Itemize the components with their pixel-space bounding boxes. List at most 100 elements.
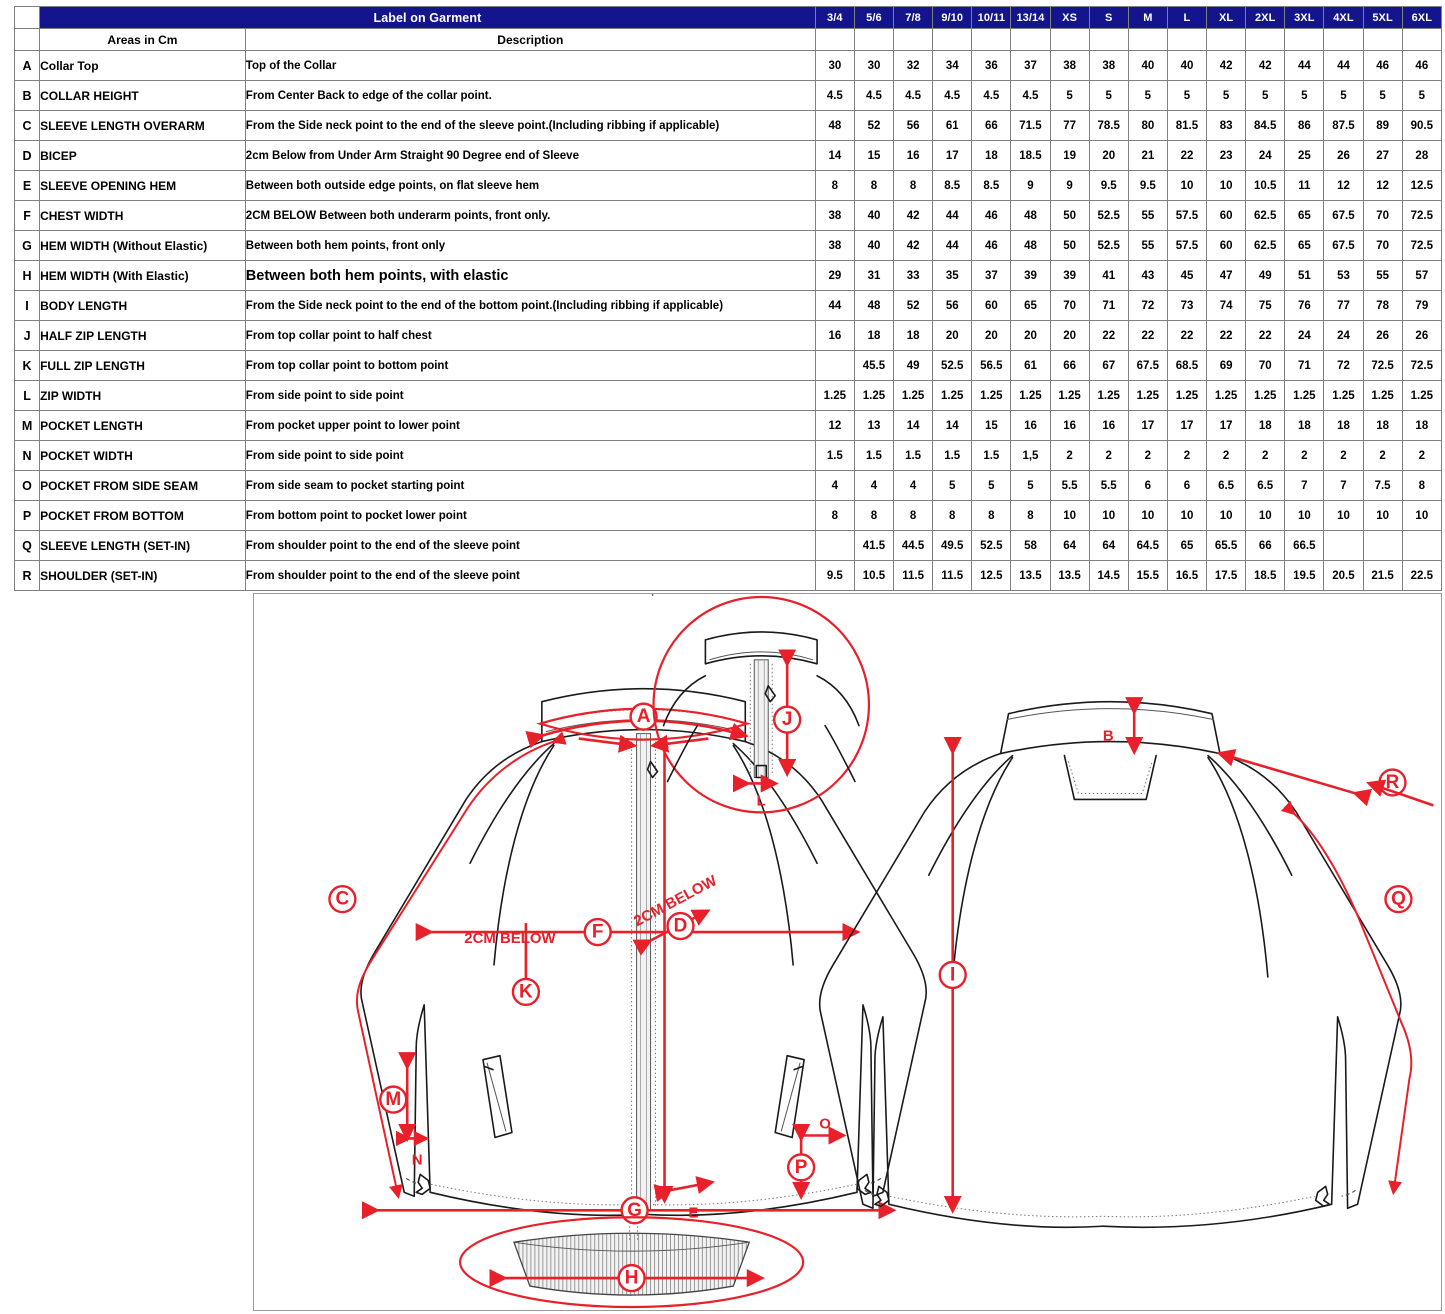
measurement-cell: 46: [1401, 50, 1443, 81]
size-subheader-blank: [1206, 28, 1247, 51]
measurement-cell: 1.25: [1323, 380, 1364, 411]
measurement-cell: 34: [932, 50, 973, 81]
row-letter-K: K: [13, 350, 41, 381]
measurement-cell: 31: [853, 260, 895, 291]
callout-R: R: [1216, 748, 1434, 807]
measurement-cell: 42: [893, 200, 934, 231]
row-description: From the Side neck point to the end of t…: [244, 110, 816, 141]
measurement-cell: 49.5: [932, 530, 973, 561]
measurement-cell: 8: [853, 500, 895, 531]
measurement-cell: 8: [1010, 500, 1051, 531]
row-letter-P: P: [13, 500, 41, 531]
callout-label-K: K: [519, 981, 533, 1002]
measurement-cell: 58: [1010, 530, 1051, 561]
measurement-cell: 17: [1127, 410, 1168, 441]
measurement-cell: 22: [1166, 140, 1208, 171]
measurement-cell: 71: [1284, 350, 1325, 381]
row-area-name: POCKET FROM BOTTOM: [39, 500, 246, 531]
row-description: From top collar point to half chest: [244, 320, 816, 351]
measurement-cell: 72: [1323, 350, 1364, 381]
callout-label-O: O: [819, 1116, 831, 1133]
measurement-cell: 7: [1284, 470, 1325, 501]
measurement-cell: 81.5: [1166, 110, 1208, 141]
hem-toggle-right: [856, 1173, 872, 1196]
measurement-cell: 53: [1323, 260, 1364, 291]
measurement-cell: 16: [1049, 410, 1090, 441]
measurement-cell: 38: [814, 200, 855, 231]
measurement-cell: 1.25: [1362, 380, 1403, 411]
measurement-cell: 48: [1010, 200, 1051, 231]
measurement-cell: 4.5: [932, 80, 973, 111]
measurement-cell: 52: [853, 110, 895, 141]
measurement-cell: 7: [1323, 470, 1364, 501]
size-header-S: S: [1088, 6, 1129, 29]
front-pocket-left: [651, 594, 654, 596]
collar-detail-callout: J L: [652, 595, 871, 814]
measurement-cell: 1.5: [853, 440, 895, 471]
measurement-cell: 2: [1362, 440, 1403, 471]
measurement-cell: 65: [1284, 200, 1325, 231]
measurement-cell: 46: [971, 230, 1012, 261]
size-subheader-blank: [1127, 28, 1168, 51]
measurement-cell: 40: [1127, 50, 1168, 81]
row-letter-E: E: [13, 170, 41, 201]
measurement-cell: 78: [1362, 290, 1403, 321]
measurement-cell: 1.5: [932, 440, 973, 471]
measurement-cell: 12.5: [971, 560, 1012, 591]
measurement-cell: 5: [1245, 80, 1286, 111]
measurement-cell: 67.5: [1323, 230, 1364, 261]
measurement-cell: 10.5: [1245, 170, 1286, 201]
row-letter-L: L: [13, 380, 41, 411]
measurement-cell: 41.5: [853, 530, 895, 561]
row-description: From shoulder point to the end of the sl…: [244, 560, 816, 591]
measurement-cell: 1.25: [853, 380, 895, 411]
measurement-cell: [1401, 530, 1443, 561]
measurement-cell: 20: [1088, 140, 1129, 171]
row-letter-J: J: [13, 320, 41, 351]
callout-label-E: E: [688, 1204, 698, 1221]
measurement-cell: 71: [1088, 290, 1129, 321]
measurement-cell: 15: [853, 140, 895, 171]
size-header-2XL: 2XL: [1245, 6, 1286, 29]
measurement-cell: 12: [1323, 170, 1364, 201]
measurement-cell: 77: [1049, 110, 1090, 141]
measurement-cell: 18: [971, 140, 1012, 171]
measurement-cell: 18.5: [1245, 560, 1286, 591]
callout-label-M: M: [385, 1089, 401, 1110]
measurement-cell: 26: [1401, 320, 1443, 351]
callout-Q: Q: [1280, 800, 1413, 1196]
size-subheader-blank: [1401, 28, 1443, 51]
measurement-cell: 44: [814, 290, 855, 321]
measurement-cell: 13.5: [1049, 560, 1090, 591]
measurement-cell: 18.5: [1010, 140, 1051, 171]
measurement-cell: 17.5: [1206, 560, 1247, 591]
measurement-cell: 10: [1127, 500, 1168, 531]
measurement-cell: 2: [1401, 440, 1443, 471]
measurement-cell: 57.5: [1166, 230, 1208, 261]
measurement-cell: 42: [893, 230, 934, 261]
size-header-6XL: 6XL: [1401, 6, 1443, 29]
row-letter-G: G: [13, 230, 41, 261]
measurement-cell: 1.25: [1245, 380, 1286, 411]
size-header-3-4: 3/4: [814, 6, 855, 29]
measurement-cell: 8.5: [932, 170, 973, 201]
measurement-cell: 9: [1010, 170, 1051, 201]
measurement-cell: 66.5: [1284, 530, 1325, 561]
measurement-cell: 65.5: [1206, 530, 1247, 561]
measurement-cell: 19: [1049, 140, 1090, 171]
measurement-cell: 67.5: [1127, 350, 1168, 381]
measurement-cell: 55: [1127, 200, 1168, 231]
measurement-cell: 7.5: [1362, 470, 1403, 501]
measurement-cell: 17: [1206, 410, 1247, 441]
row-description: From shoulder point to the end of the sl…: [244, 530, 816, 561]
measurement-cell: 45.5: [853, 350, 895, 381]
measurement-cell: 8: [932, 500, 973, 531]
measurement-cell: 29: [814, 260, 855, 291]
